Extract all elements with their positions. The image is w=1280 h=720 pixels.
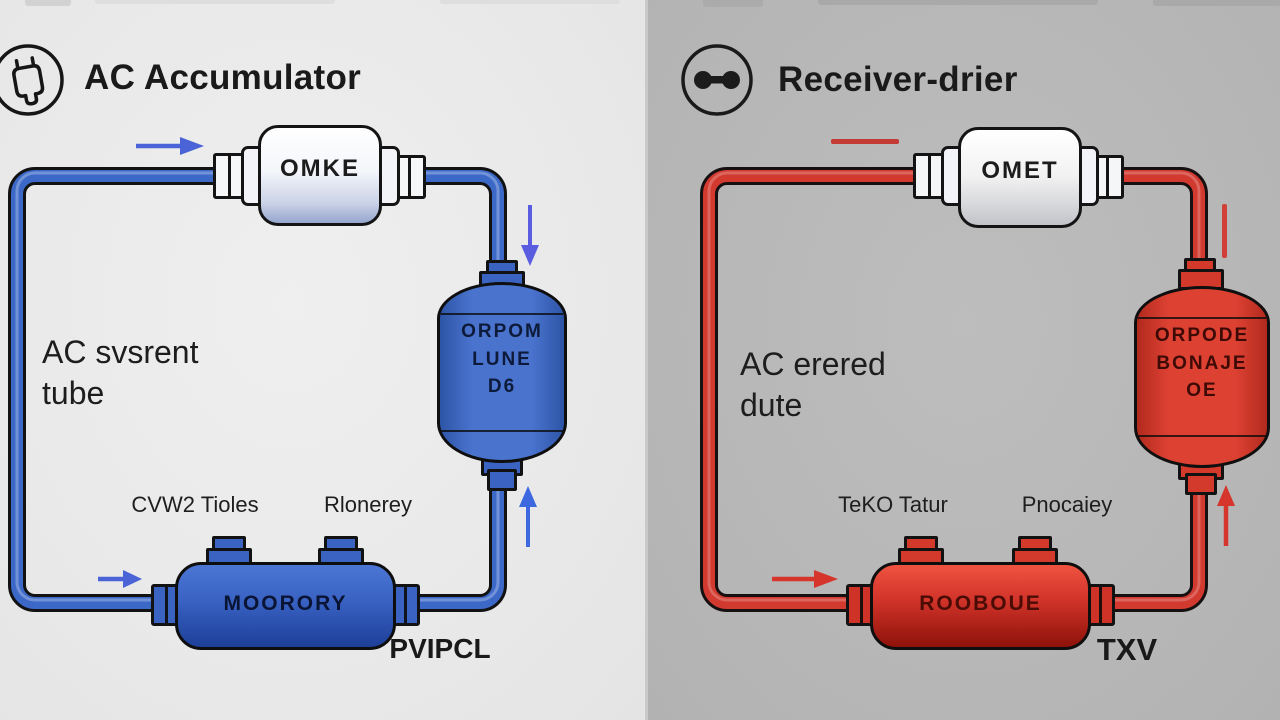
side-note-line: AC erered (740, 346, 886, 382)
tank-bottom-port (487, 469, 517, 491)
flow-arrow-up-icon (1217, 485, 1235, 546)
tank-label-line: OE (1186, 380, 1218, 401)
side-note-line: tube (42, 375, 105, 411)
accumulator-tank: ORPOM LUNE D6 (437, 282, 567, 463)
top-edge-smudge (818, 0, 1098, 5)
side-note-right: AC erered dute (740, 344, 886, 426)
tank-label-line: LUNE (472, 349, 532, 370)
side-note-left: AC svsrent tube (42, 332, 198, 414)
receiver-drier-tank: ORPODE BONAJE OE (1134, 286, 1270, 468)
flow-arrow-right-icon (136, 137, 204, 155)
panel-receiver-drier: Receiver-drier AC erered dute OMET ORPOD… (645, 0, 1280, 720)
top-edge-smudge (1153, 0, 1280, 6)
top-edge-smudge (703, 0, 763, 7)
valve-caption: PVIPCL (389, 633, 491, 664)
inline-filter-label: OMKE (280, 154, 360, 182)
flow-arrow-up-icon (519, 486, 537, 547)
plug-icon (0, 44, 64, 116)
top-edge-smudge (440, 0, 620, 4)
panel-ac-accumulator: AC Accumulator AC svsrent tube OMKE ORPO… (0, 0, 645, 720)
caption-left: CVW2 Tioles (131, 492, 259, 517)
flow-dash-vertical-icon (1222, 204, 1227, 258)
page-title-left: AC Accumulator (84, 58, 362, 97)
inline-filter: OMET (958, 127, 1082, 228)
flow-dash-icon (831, 139, 899, 144)
tank-label-line: BONAJE (1156, 353, 1248, 374)
flow-arrow-right-icon (98, 570, 142, 588)
side-note-line: dute (740, 387, 803, 423)
canister: MOORORY (175, 562, 396, 650)
top-edge-smudge (25, 0, 71, 6)
top-edge-smudge (95, 0, 335, 4)
tank-label-line: ORPOM (461, 321, 543, 342)
canister: ROOBOUE (870, 562, 1091, 650)
caption-left: TeKO Tatur (838, 492, 948, 517)
canister-label: MOORORY (223, 592, 348, 615)
inline-filter: OMKE (258, 125, 382, 226)
inline-filter-label: OMET (981, 156, 1059, 184)
tank-label-line: D6 (487, 376, 517, 397)
canister-label: ROOBOUE (919, 592, 1042, 615)
flow-arrow-down-icon (521, 205, 539, 266)
page-title-right: Receiver-drier (778, 60, 1018, 99)
tank-label-line: ORPODE (1154, 325, 1250, 346)
caption-right: Rlonerey (323, 492, 413, 517)
connector-icon (681, 44, 753, 116)
side-note-line: AC svsrent (42, 334, 199, 370)
valve-caption: TXV (1096, 632, 1158, 667)
flow-arrow-right-icon (772, 570, 838, 588)
caption-right: Pnocaiey (1021, 492, 1113, 517)
tank-bottom-port (1185, 473, 1217, 495)
